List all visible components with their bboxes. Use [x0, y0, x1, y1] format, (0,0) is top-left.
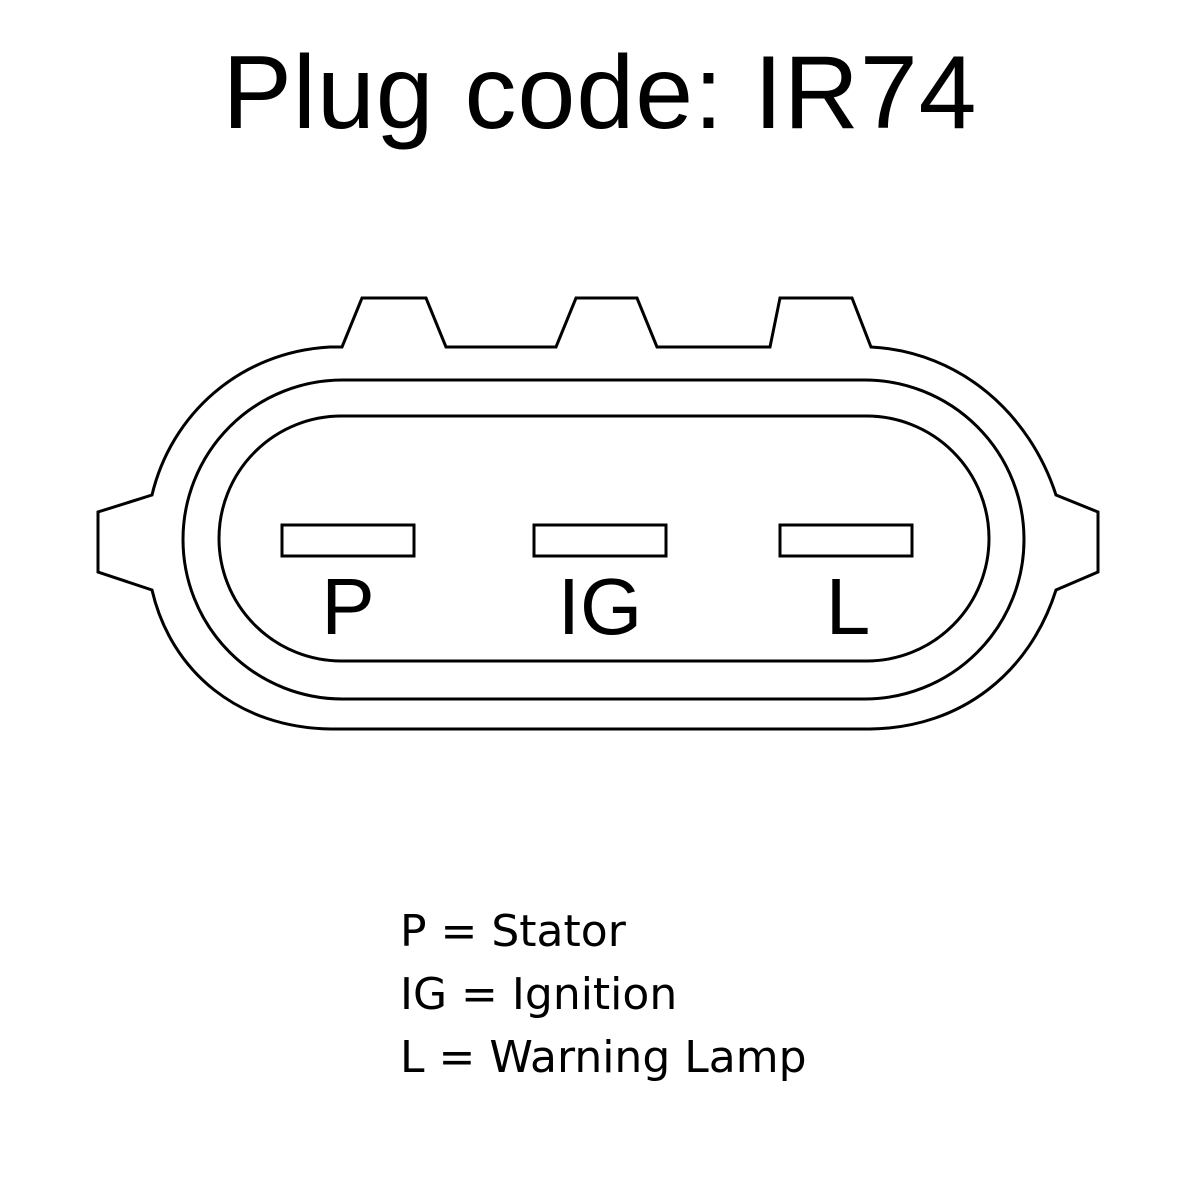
legend-item-p: P = Stator	[400, 906, 626, 957]
connector-housing-outline	[96, 296, 1100, 731]
terminal-ig-label: IG	[558, 562, 642, 651]
terminal-p-slot	[280, 523, 416, 558]
terminal-ig-slot	[532, 523, 668, 558]
pin-legend: P = Stator IG = Ignition L = Warning Lam…	[400, 900, 807, 1089]
terminal-l-label: L	[826, 562, 871, 651]
plug-code-title: Plug code: IR74	[222, 35, 978, 151]
terminal-l-slot	[778, 523, 914, 558]
connector-outer-ring	[181, 378, 1026, 701]
connector-inner-ring	[217, 414, 991, 663]
terminal-p-label: P	[321, 562, 374, 651]
legend-item-l: L = Warning Lamp	[400, 1032, 807, 1083]
legend-item-ig: IG = Ignition	[400, 969, 678, 1020]
